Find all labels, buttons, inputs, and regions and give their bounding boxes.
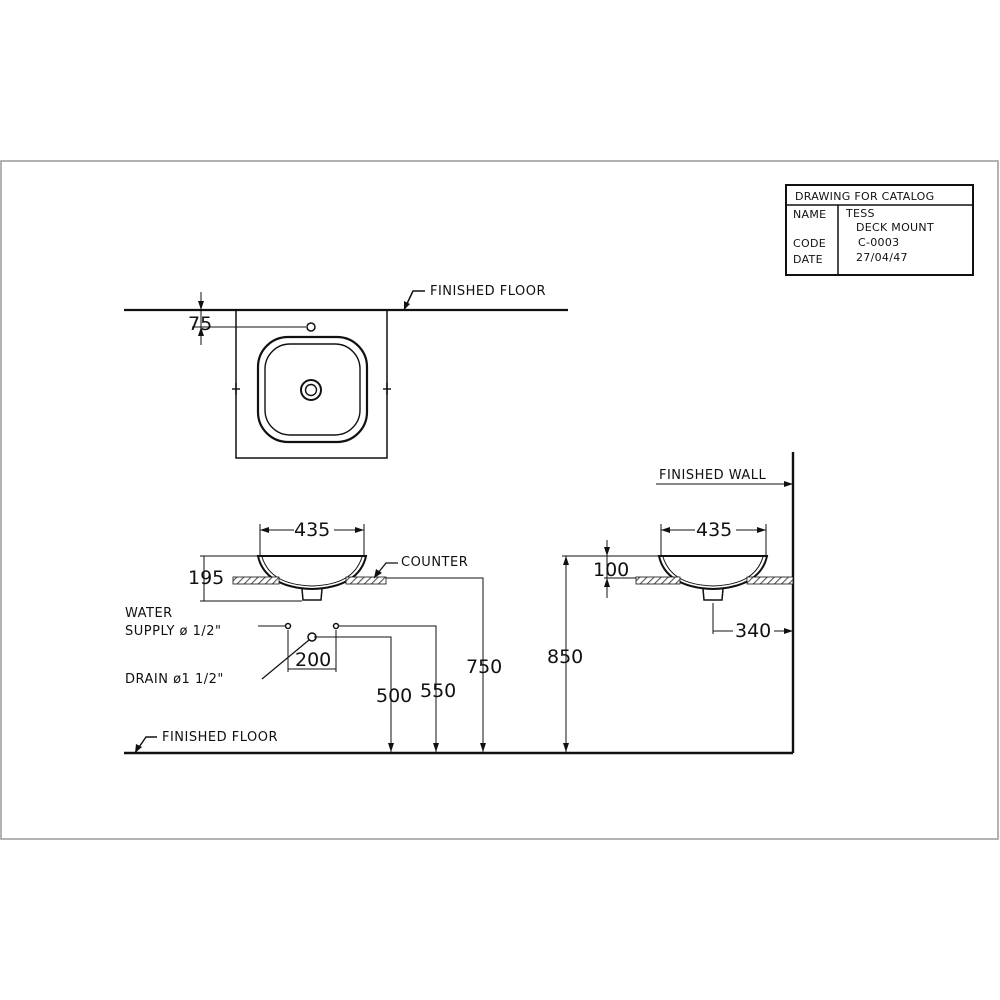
plan-bowl-outer [256,335,369,444]
side-dim-850: 850 [547,646,583,668]
plan-tap-hole [306,322,316,332]
side-bowl [657,555,769,591]
title-block-code-value: C-0003 [858,236,899,249]
front-supply-left [284,622,292,630]
title-block-name-label: NAME [793,208,826,221]
drain-label: DRAIN ø1 1/2" [125,672,224,687]
title-block-date-label: DATE [793,253,823,266]
title-block-name-line1: TESS [845,207,875,220]
plan-view: FINISHED FLOOR 75 [124,284,568,459]
side-counter-right [746,576,794,585]
front-dim-550: 550 [420,680,456,702]
front-dim-750: 750 [466,656,502,678]
plan-bowl-inner [264,343,361,436]
front-counter-left [232,576,280,585]
elevation-floor: FINISHED FLOOR [124,730,793,755]
front-dim-435: 435 [294,519,330,541]
sheet-frame [0,160,999,840]
plan-finished-floor-label: FINISHED FLOOR [430,284,546,299]
title-block-date-value: 27/04/47 [856,251,908,264]
front-bowl [256,555,368,591]
plan-drain-outer [300,379,322,401]
front-dim-200: 200 [295,649,331,671]
side-counter-left [635,576,681,585]
front-counter-right [345,576,387,585]
front-dim-500: 500 [376,685,412,707]
plan-dim-75: 75 [188,313,212,335]
title-block: DRAWING FOR CATALOG NAME TESS DECK MOUNT… [785,184,974,276]
title-block-name-line2: DECK MOUNT [856,221,934,234]
water-supply-label-line2: SUPPLY ø 1/2" [125,624,222,639]
front-counter-label: COUNTER [401,555,468,570]
front-dim-195: 195 [188,567,224,589]
side-dim-435: 435 [696,519,732,541]
front-view: 435 COUNTER 195 200 WATER SUPPLY ø 1/2 [125,519,502,752]
title-block-heading: DRAWING FOR CATALOG [795,190,934,203]
side-view: FINISHED WALL 435 100 340 850 [547,452,795,753]
finished-floor-label: FINISHED FLOOR [162,730,278,745]
side-dim-340: 340 [735,620,771,642]
front-supply-right [332,622,340,630]
water-supply-label-line1: WATER [125,606,173,621]
title-block-code-label: CODE [793,237,826,250]
finished-wall-label: FINISHED WALL [659,468,767,483]
side-dim-100: 100 [593,559,629,581]
